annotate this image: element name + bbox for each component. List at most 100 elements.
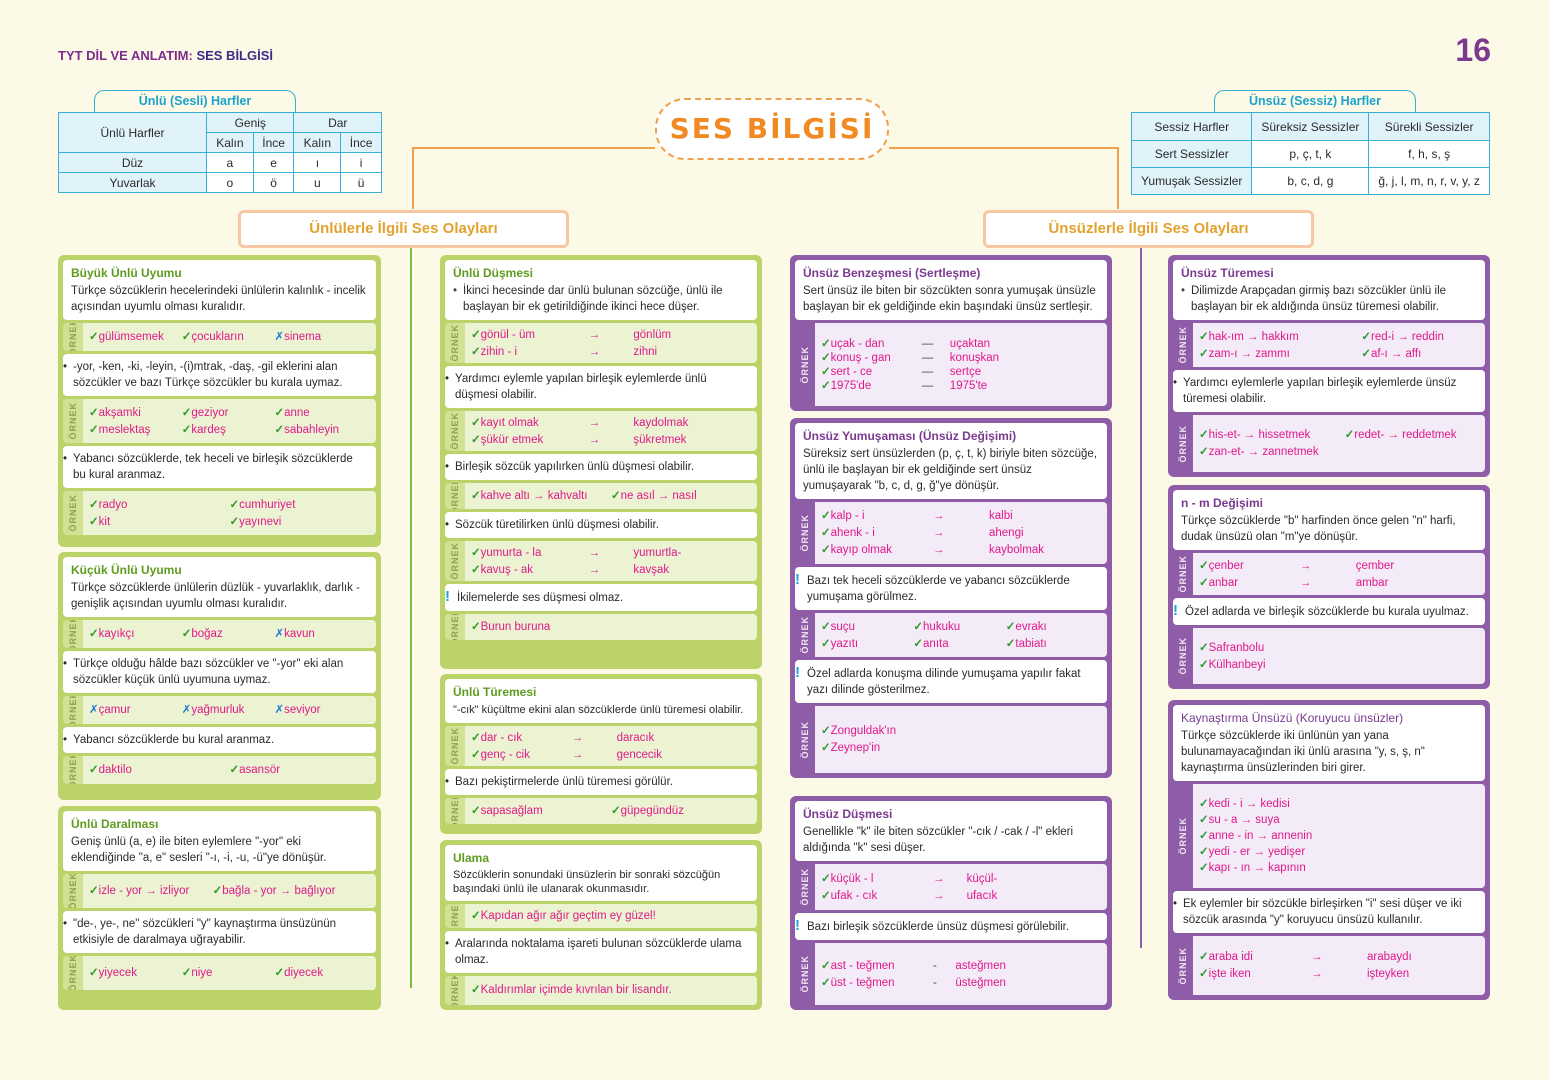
example-box: araba idi→arabaydı işte iken→işteyken xyxy=(1193,936,1485,995)
example-word: kavun xyxy=(274,626,367,642)
card-title: Ünsüz Türemesi xyxy=(1181,266,1274,280)
consonant-row-label: Sert Sessizler xyxy=(1130,140,1253,168)
example-word: sapasağlam xyxy=(471,803,611,819)
rule-bullet: Yardımcı eylemle yapılan birleşik eyleml… xyxy=(445,366,757,408)
arrow: → xyxy=(933,510,945,522)
example-word: kayıt olmak xyxy=(471,415,589,431)
example-word: tabiatı xyxy=(1006,636,1098,652)
example-box: izle - yor → izliyorbağla - yor → bağlıy… xyxy=(83,874,376,908)
connector-line xyxy=(412,147,655,149)
tree-line-purple xyxy=(1140,248,1142,948)
example-word: 1975'te xyxy=(949,379,988,392)
example-word: kahve altı → kahvaltı xyxy=(471,488,611,504)
example-box: kayıkçıboğazkavun xyxy=(83,620,376,648)
example-label: ÖRNEK xyxy=(1178,555,1188,593)
example-word: kedi - i → kedisi xyxy=(1199,796,1479,812)
example-word: 1975'de xyxy=(821,379,922,393)
example-word: asteğmen xyxy=(955,959,1006,972)
consonant-header: Sürekli Sessizler xyxy=(1368,112,1490,141)
example-box: gönül - üm→gönlümzihin - i→zihni xyxy=(465,323,757,363)
connector-line xyxy=(412,147,414,209)
arrow: → xyxy=(588,433,601,446)
arrow: → xyxy=(933,544,945,556)
arrow: → xyxy=(1311,951,1323,963)
example-box: radyocumhuriyetkityayınevi xyxy=(83,491,376,535)
example-word: uçak - dan xyxy=(821,337,922,351)
example-word: yumurta - la xyxy=(471,545,589,561)
example-box: Burun buruna xyxy=(465,614,757,640)
example-word: sert - ce xyxy=(821,365,922,379)
example-box: gülümsemekçocuklarınsinema xyxy=(83,323,376,351)
example-word: Kaldırımlar içimde kıvrılan bir lisandır… xyxy=(471,982,751,998)
example-box: yiyecekniyediyecek xyxy=(83,956,376,990)
example-word: Zonguldak'ın xyxy=(821,723,1101,739)
page-header: TYT DİL VE ANLATIM: SES BİLGİSİ xyxy=(58,48,273,63)
card-title: Kaynaştırma Ünsüzü (Koruyucu ünsüzler) xyxy=(1181,711,1404,725)
example-label: ÖRNEK xyxy=(800,616,810,654)
main-title: SES BİLGİSİ xyxy=(655,98,889,160)
example-label: ÖRNEK xyxy=(1178,637,1188,675)
card-desc: Sözcüklerin sonundaki ünsüzlerin bir son… xyxy=(453,869,721,895)
card-unsuz-benzesmesi: Ünsüz Benzeşmesi (Sertleşme)Sert ünsüz i… xyxy=(790,255,1112,411)
example-word: sertçe xyxy=(949,365,982,378)
consonant-cell: f, h, s, ş xyxy=(1368,140,1490,168)
rule-note: Bazı birleşik sözcüklerde ünsüz düşmesi … xyxy=(795,913,1107,940)
example-label: ÖRNEK xyxy=(68,874,78,908)
example-box: çamuryağmurlukseviyor xyxy=(83,696,376,724)
arrow: → xyxy=(1299,559,1312,572)
dash: — xyxy=(921,337,934,350)
example-word: akşamki xyxy=(89,405,182,421)
example-word: yazıtı xyxy=(821,636,913,652)
example-word: zihni xyxy=(633,345,658,358)
example-box: kahve altı → kahvaltıne asıl → nasıl xyxy=(465,483,757,509)
example-word: izle - yor → izliyor xyxy=(89,883,213,899)
example-word: ufacık xyxy=(966,889,998,902)
example-word: küçül- xyxy=(966,872,998,885)
card-title: Ünsüz Yumuşaması (Ünsüz Değişimi) xyxy=(803,429,1017,443)
rule-note: Bazı tek heceli sözcüklerde ve yabancı s… xyxy=(795,567,1107,610)
arrow: → xyxy=(933,872,945,885)
example-word: gülümsemek xyxy=(89,329,182,345)
example-word: hukuku xyxy=(913,619,1005,635)
example-word: niye xyxy=(182,965,275,981)
band-consonant-events: Ünsüzlerle İlgili Ses Olayları xyxy=(983,210,1314,248)
arrow: → xyxy=(1311,968,1323,980)
example-box: akşamkigeziyorannemeslektaşkardeşsabahle… xyxy=(83,399,376,443)
example-word: kalp - i xyxy=(821,508,933,524)
example-word: çamur xyxy=(89,702,182,718)
example-label: ÖRNEK xyxy=(450,727,460,765)
example-word: araba idi xyxy=(1199,949,1311,965)
example-word: daktilo xyxy=(89,762,230,778)
example-word: kalbi xyxy=(989,510,1013,522)
rule-note: İkilemelerde ses düşmesi olmaz. xyxy=(445,584,757,611)
example-word: genç - cik xyxy=(471,747,572,763)
dash: - xyxy=(933,959,937,972)
example-word: ne asıl → nasıl xyxy=(611,488,751,504)
example-word: kardeş xyxy=(182,422,275,438)
example-word: suçu xyxy=(821,619,913,635)
card-desc: "-cık" küçültme ekini alan sözcüklerde ü… xyxy=(453,704,744,716)
example-word: geziyor xyxy=(182,405,275,421)
arrow: → xyxy=(588,416,601,429)
consonant-cell: b, c, d, g xyxy=(1251,167,1370,195)
card-desc: Türkçe sözcüklerde "b" harfinden önce ge… xyxy=(1181,515,1456,543)
example-label: ÖRNEK xyxy=(800,955,810,993)
example-box: Kapıdan ağır ağır geçtim ey güzel! xyxy=(465,904,757,928)
example-word: Külhanbeyi xyxy=(1199,657,1479,673)
example-word: kayıkçı xyxy=(89,626,182,642)
example-word: üsteğmen xyxy=(955,976,1006,989)
card-unsuz-yumusamasi: Ünsüz Yumuşaması (Ünsüz Değişimi)Süreksi… xyxy=(790,418,1112,778)
card-title: Ünlü Türemesi xyxy=(453,685,537,699)
card-title: Ünlü Düşmesi xyxy=(453,266,534,280)
card-title: n - m Değişimi xyxy=(1181,496,1264,510)
example-word: işteyken xyxy=(1367,968,1410,980)
dash: — xyxy=(921,365,934,378)
example-word: zihin - i xyxy=(471,344,589,360)
example-word: Burun buruna xyxy=(471,619,751,635)
example-box: dar - cık→daracıkgenç - cik→gencecik xyxy=(465,726,757,766)
example-word: boğaz xyxy=(182,626,275,642)
rule-bullet: Sözcük türetilirken ünlü düşmesi olabili… xyxy=(445,512,757,538)
example-word: radyo xyxy=(89,497,230,513)
